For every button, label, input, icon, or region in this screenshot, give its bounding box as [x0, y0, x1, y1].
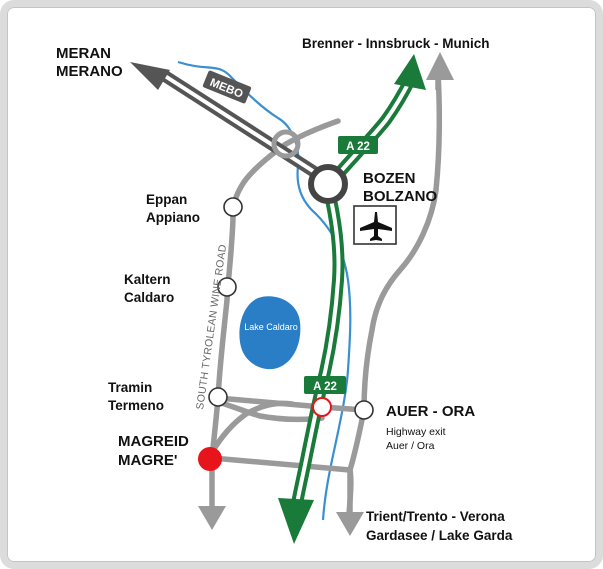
- magreid-label: MAGREID: [118, 433, 189, 450]
- termeno-label: Termeno: [108, 398, 164, 413]
- caldaro-label: Caldaro: [124, 290, 174, 305]
- meran-junction: [271, 129, 301, 159]
- airplane-icon: [353, 205, 397, 245]
- bozen-label: BOZEN: [363, 170, 416, 187]
- magreid-marker: [198, 447, 222, 471]
- svg-text:A 22: A 22: [346, 141, 370, 153]
- lake-label: Lake Caldaro: [244, 322, 298, 332]
- eppan-marker: [223, 197, 243, 217]
- merano-label: MERANO: [56, 63, 123, 80]
- arrow-south-wine-road: [198, 506, 226, 530]
- tramin-marker: [208, 387, 228, 407]
- arrow-south-verona: [278, 498, 314, 544]
- appiano-label: Appiano: [146, 210, 200, 225]
- svg-text:A 22: A 22: [313, 381, 337, 393]
- arrow-south-trient: [336, 512, 364, 536]
- lake-garda-label: Gardasee / Lake Garda: [366, 528, 513, 543]
- arrow-north-brenner: [394, 54, 426, 90]
- highway-exit-marker: [312, 397, 332, 417]
- a22-badge-top: A 22: [338, 136, 378, 154]
- tramin-label: Tramin: [108, 380, 152, 395]
- magre-label: MAGRE': [118, 452, 177, 469]
- a22-badge-mid: A 22: [304, 376, 346, 394]
- auer-label: AUER - ORA: [386, 403, 475, 420]
- highway-exit-name-label: Auer / Ora: [386, 440, 435, 452]
- meran-label: MERAN: [56, 45, 111, 62]
- auer-marker: [354, 400, 374, 420]
- trient-label: Trient/Trento - Verona: [366, 509, 505, 524]
- bolzano-label: BOLZANO: [363, 188, 437, 205]
- brenner-label: Brenner - Innsbruck - Munich: [302, 36, 490, 51]
- lake-caldaro: [239, 296, 301, 370]
- mebo-expressway: [130, 62, 334, 188]
- highway-exit-label: Highway exit: [386, 426, 446, 438]
- a22-motorway: [278, 54, 426, 544]
- kaltern-label: Kaltern: [124, 272, 171, 287]
- kaltern-marker: [217, 277, 237, 297]
- arrow-north-brenner-grey: [426, 52, 454, 80]
- bozen-junction: [308, 164, 348, 204]
- eppan-label: Eppan: [146, 192, 187, 207]
